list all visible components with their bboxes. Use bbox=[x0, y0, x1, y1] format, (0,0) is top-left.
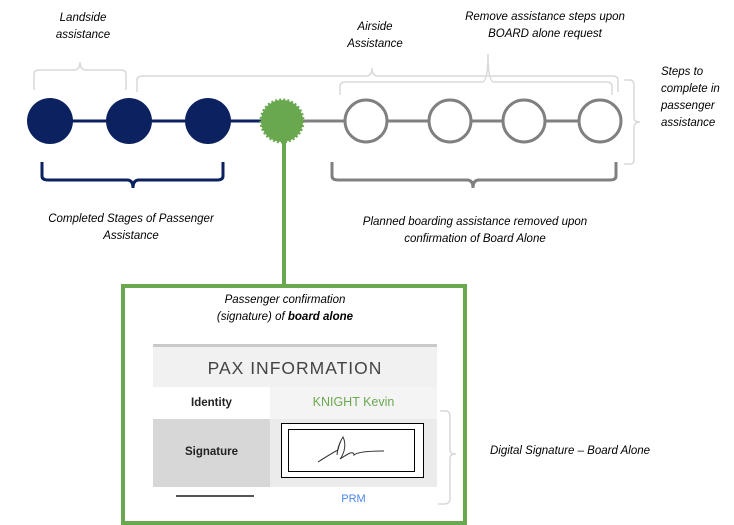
signature-pad[interactable] bbox=[281, 423, 424, 478]
digital-signature-label: Digital Signature – Board Alone bbox=[490, 445, 651, 457]
completed-stages-label: Completed Stages of Passenger Assistance bbox=[48, 213, 214, 242]
planned-stage-node-3 bbox=[501, 98, 547, 144]
board-alone-confirmation-box bbox=[121, 284, 467, 525]
airside-bracket bbox=[136, 67, 619, 92]
completed-stage-node-2 bbox=[106, 98, 152, 144]
signature-label: Signature bbox=[184, 446, 239, 458]
steps-to-complete-label: Steps to complete in passenger assistanc… bbox=[661, 66, 720, 129]
planned-removed-bracket bbox=[330, 162, 618, 189]
identity-value: KNIGHT Kevin bbox=[312, 395, 395, 409]
pax-information-title: PAX INFORMATION bbox=[153, 344, 437, 387]
remove-steps-bracket bbox=[339, 53, 613, 95]
next-row-label-cut bbox=[170, 494, 260, 498]
next-row-value: PRM bbox=[341, 493, 366, 505]
digital-signature-bracket bbox=[438, 410, 457, 505]
landside-label: Landside assistance bbox=[55, 12, 111, 41]
identity-label: Identity bbox=[191, 397, 232, 409]
passenger-confirmation-label: Passenger confirmation (signature) of bo… bbox=[205, 292, 365, 326]
planned-stage-node-2 bbox=[427, 98, 473, 144]
completed-stage-node-3 bbox=[185, 98, 231, 144]
identity-value-cell bbox=[270, 387, 437, 419]
board-alone-node bbox=[259, 98, 305, 144]
planned-stage-node-4 bbox=[577, 98, 623, 144]
signature-pad-inner bbox=[288, 429, 415, 472]
airside-label: Airside Assistance bbox=[347, 21, 403, 50]
planned-removed-label: Planned boarding assistance removed upon… bbox=[362, 216, 588, 245]
steps-to-complete-bracket bbox=[624, 79, 641, 165]
remove-steps-label: Remove assistance steps upon BOARD alone… bbox=[465, 11, 625, 40]
board-alone-emphasis: board alone bbox=[287, 311, 354, 323]
signature-scribble bbox=[317, 436, 385, 463]
completed-stages-bracket bbox=[40, 162, 225, 189]
landside-bracket bbox=[33, 61, 127, 90]
signature-label-cell bbox=[153, 419, 270, 487]
completed-stage-node-1 bbox=[27, 98, 73, 144]
planned-stage-node-1 bbox=[343, 98, 389, 144]
passenger-confirmation-text: Passenger confirmation (signature) of bbox=[216, 294, 346, 323]
